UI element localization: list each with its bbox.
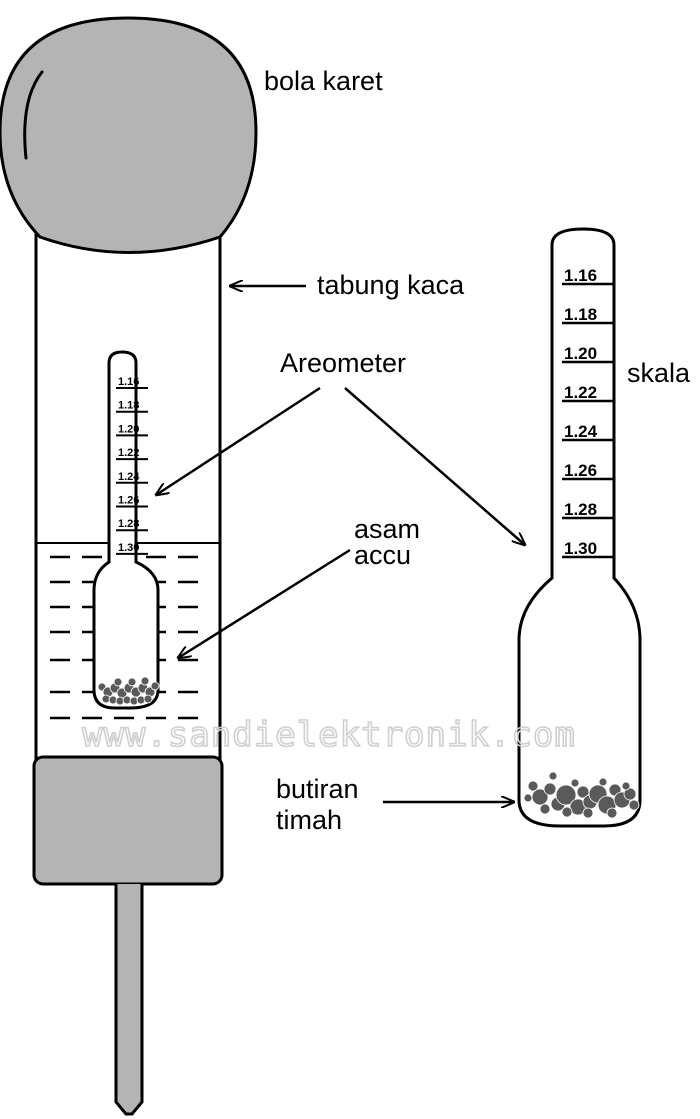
bulb-highlight: [23, 70, 44, 160]
large-scale-label: 1.22: [564, 383, 597, 402]
small-scale-label: 1.20: [118, 423, 139, 435]
large-scale-label: 1.20: [564, 344, 597, 363]
large-scale-label: 1.18: [564, 305, 597, 324]
large-lead-pellet: [628, 799, 640, 811]
large-lead-pellet: [548, 771, 558, 781]
label-scale: skala: [627, 358, 691, 388]
arrow-areometer-small: [156, 386, 321, 495]
small-lead-pellet: [143, 694, 153, 704]
small-scale-label: 1.30: [118, 542, 139, 554]
small-lead-pellet: [140, 676, 150, 686]
large-lead-pellet: [598, 777, 608, 787]
areometer-large: [517, 227, 642, 828]
large-lead-pellet: [561, 806, 573, 818]
suction-nozzle: [114, 884, 144, 1116]
areometer-large-scale: 1.16 1.18 1.20 1.22 1.24 1.26 1.28 1.30: [562, 266, 614, 559]
label-acid-line1: asam: [354, 514, 420, 544]
large-lead-pellet: [543, 782, 557, 796]
large-lead-pellet: [539, 803, 551, 815]
large-lead-pellet: [555, 784, 577, 806]
large-lead-pellet: [623, 787, 637, 801]
large-lead-pellet: [582, 807, 594, 819]
small-scale-label: 1.28: [118, 518, 139, 530]
label-pellets-line1: butiran: [276, 774, 359, 804]
small-scale-label: 1.24: [118, 471, 140, 483]
large-scale-label: 1.30: [564, 539, 597, 558]
arrow-areometer-large: [344, 387, 525, 545]
small-lead-pellet: [113, 677, 123, 687]
large-scale-label: 1.24: [564, 422, 598, 441]
large-lead-pellet: [527, 780, 539, 792]
label-tube: tabung kaca: [317, 270, 465, 300]
small-lead-pellet: [150, 681, 160, 691]
small-scale-label: 1.26: [118, 495, 139, 507]
large-lead-pellet: [523, 793, 533, 803]
large-scale-label: 1.28: [564, 500, 597, 519]
pointer-arrows: [156, 286, 525, 802]
large-scale-label: 1.26: [564, 461, 597, 480]
small-scale-label: 1.16: [118, 376, 139, 388]
rubber-bulb: [0, 16, 258, 254]
label-bulb: bola karet: [264, 66, 383, 96]
large-lead-pellet: [570, 778, 580, 788]
areometer-small-scale: 1.16 1.18 1.20 1.22 1.24 1.26 1.28 1.30: [116, 376, 148, 555]
large-lead-pellet: [606, 807, 618, 819]
lead-pellets-large: [523, 771, 640, 819]
label-areometer: Areometer: [280, 348, 406, 378]
small-scale-label: 1.22: [118, 447, 139, 459]
label-pellets-line2: timah: [276, 805, 342, 835]
watermark: www.sandielektronik.com: [82, 715, 576, 755]
large-scale-label: 1.16: [564, 266, 597, 285]
label-acid-line2: accu: [354, 540, 411, 570]
small-scale-label: 1.18: [118, 400, 139, 412]
lead-pellets-small: [97, 676, 160, 706]
rubber-stopper: [32, 755, 224, 886]
large-lead-pellet: [621, 781, 631, 791]
arrow-acid: [178, 548, 351, 658]
small-lead-pellet: [127, 677, 137, 687]
